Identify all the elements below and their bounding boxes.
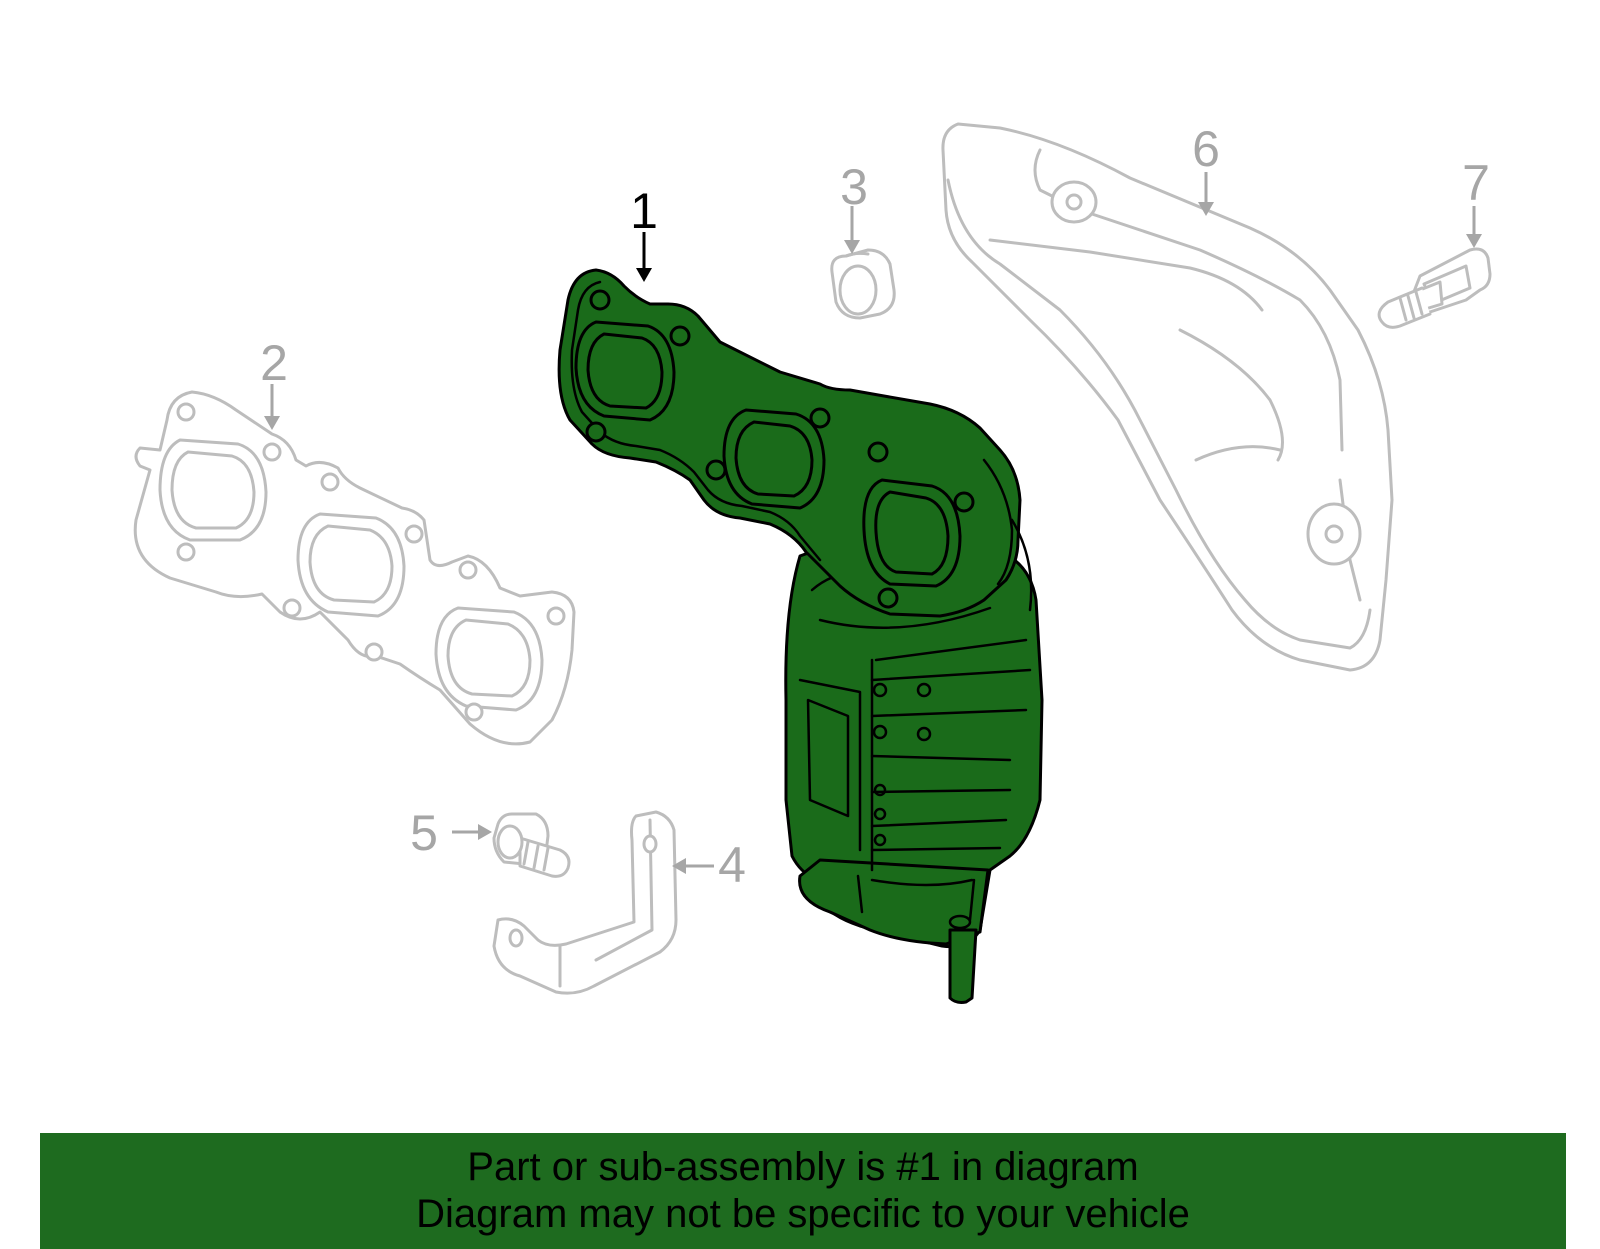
banner-line-disclaimer: Diagram may not be specific to your vehi…	[416, 1192, 1190, 1236]
callout-2: 2	[260, 335, 288, 391]
heat-shield-part-6[interactable]	[941, 122, 1394, 672]
info-banner: Part or sub-assembly is #1 in diagram Di…	[40, 1133, 1566, 1249]
banner-line-part-number: Part or sub-assembly is #1 in diagram	[467, 1145, 1139, 1189]
bracket-part-4[interactable]	[492, 810, 678, 995]
callout-3: 3	[840, 159, 868, 215]
callout-5: 5	[410, 805, 438, 861]
callout-6: 6	[1192, 121, 1220, 177]
nut-part-3[interactable]	[830, 248, 896, 320]
bolt-part-5[interactable]	[492, 812, 571, 878]
manifold-gasket-part-2[interactable]	[133, 390, 576, 746]
callout-4: 4	[718, 837, 746, 893]
callout-arrows	[264, 172, 1482, 874]
callout-7: 7	[1462, 155, 1490, 211]
catalytic-converter-manifold-part-1[interactable]	[557, 268, 1044, 1004]
callout-1: 1	[630, 183, 658, 239]
bolt-part-7[interactable]	[1377, 247, 1492, 329]
